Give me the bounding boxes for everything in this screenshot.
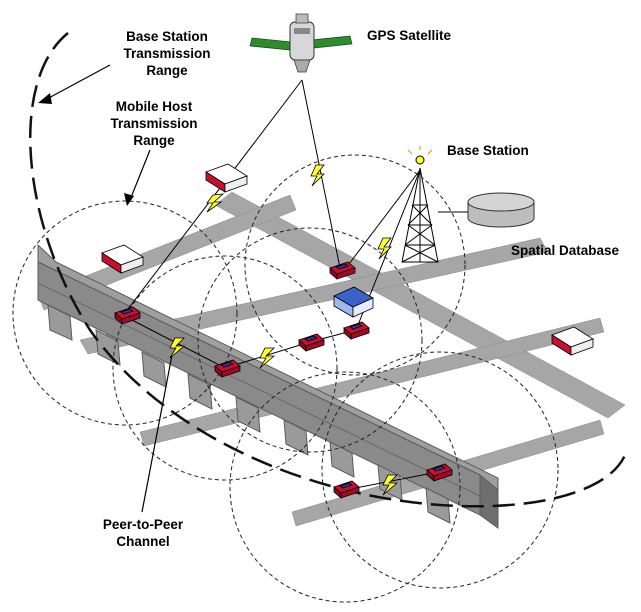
gps-satellite-icon (249, 13, 353, 73)
link-bolts (169, 164, 399, 496)
range-circle (244, 154, 466, 376)
road (214, 191, 626, 419)
highway-pillar (187, 373, 213, 410)
range-circle (197, 227, 423, 453)
range-circle (229, 371, 461, 603)
arrow-head (124, 193, 134, 206)
car-icon (343, 321, 370, 340)
peer-channel-label: Peer-to-Peer Channel (88, 516, 198, 550)
mobile-host-ranges (12, 154, 559, 603)
label-line: Mobile Host (115, 99, 193, 114)
base-station-tower-icon (401, 146, 439, 263)
label-line: Range (133, 133, 175, 148)
highway-pillar (95, 329, 121, 366)
road (79, 237, 549, 355)
arrow-head (38, 93, 52, 104)
label-line: Transmission (123, 46, 211, 61)
label-line: Peer-to-Peer (102, 517, 184, 532)
car-icon (214, 359, 241, 378)
highway-pillar (329, 441, 355, 478)
label-line: Base Station (126, 29, 208, 44)
highway-pillar (283, 419, 309, 456)
lightning-bolt-icon (382, 474, 399, 496)
highway-pillar (47, 304, 73, 341)
spatial-database-icon (467, 192, 535, 228)
pointer-line (141, 354, 173, 513)
highway-pillar (235, 396, 261, 433)
range-circle (321, 351, 559, 589)
gps-satellite-label: GPS Satellite (367, 28, 452, 43)
label-line: Range (146, 63, 188, 78)
lightning-bolt-icon (206, 193, 225, 213)
pointer-line (44, 64, 111, 101)
building-icon (205, 163, 248, 193)
building-icon (101, 244, 144, 274)
cars (114, 261, 453, 499)
spatial-database-label: Spatial Database (511, 243, 620, 258)
highway-edge (37, 282, 481, 497)
car-icon (329, 261, 356, 280)
elevated-highway (37, 243, 499, 529)
lightning-bolt-icon (169, 337, 186, 359)
link-line (345, 169, 421, 269)
label-line: Transmission (110, 116, 198, 131)
car-icon (298, 333, 325, 352)
road (37, 194, 297, 311)
lightning-bolt-icon (377, 237, 392, 260)
highway-end (479, 473, 499, 529)
label-line: Channel (116, 534, 170, 549)
building-icon (333, 286, 374, 318)
mobile-host-range-label: Mobile Host Transmission Range (96, 98, 212, 149)
road-network (37, 191, 626, 527)
lightning-bolt-icon (310, 164, 325, 187)
lightning-bolt-icon (259, 347, 276, 369)
range-circle (12, 200, 238, 426)
base-station-label: Base Station (447, 143, 529, 158)
base-station-range-label: Base Station Transmission Range (104, 28, 230, 79)
range-circle (112, 255, 338, 481)
base-station-range-arc (29, 32, 627, 508)
car-icon (426, 463, 453, 482)
building-icon (551, 326, 594, 356)
pointer-line (129, 149, 151, 201)
car-icon (333, 480, 360, 499)
car-icon (114, 306, 141, 325)
